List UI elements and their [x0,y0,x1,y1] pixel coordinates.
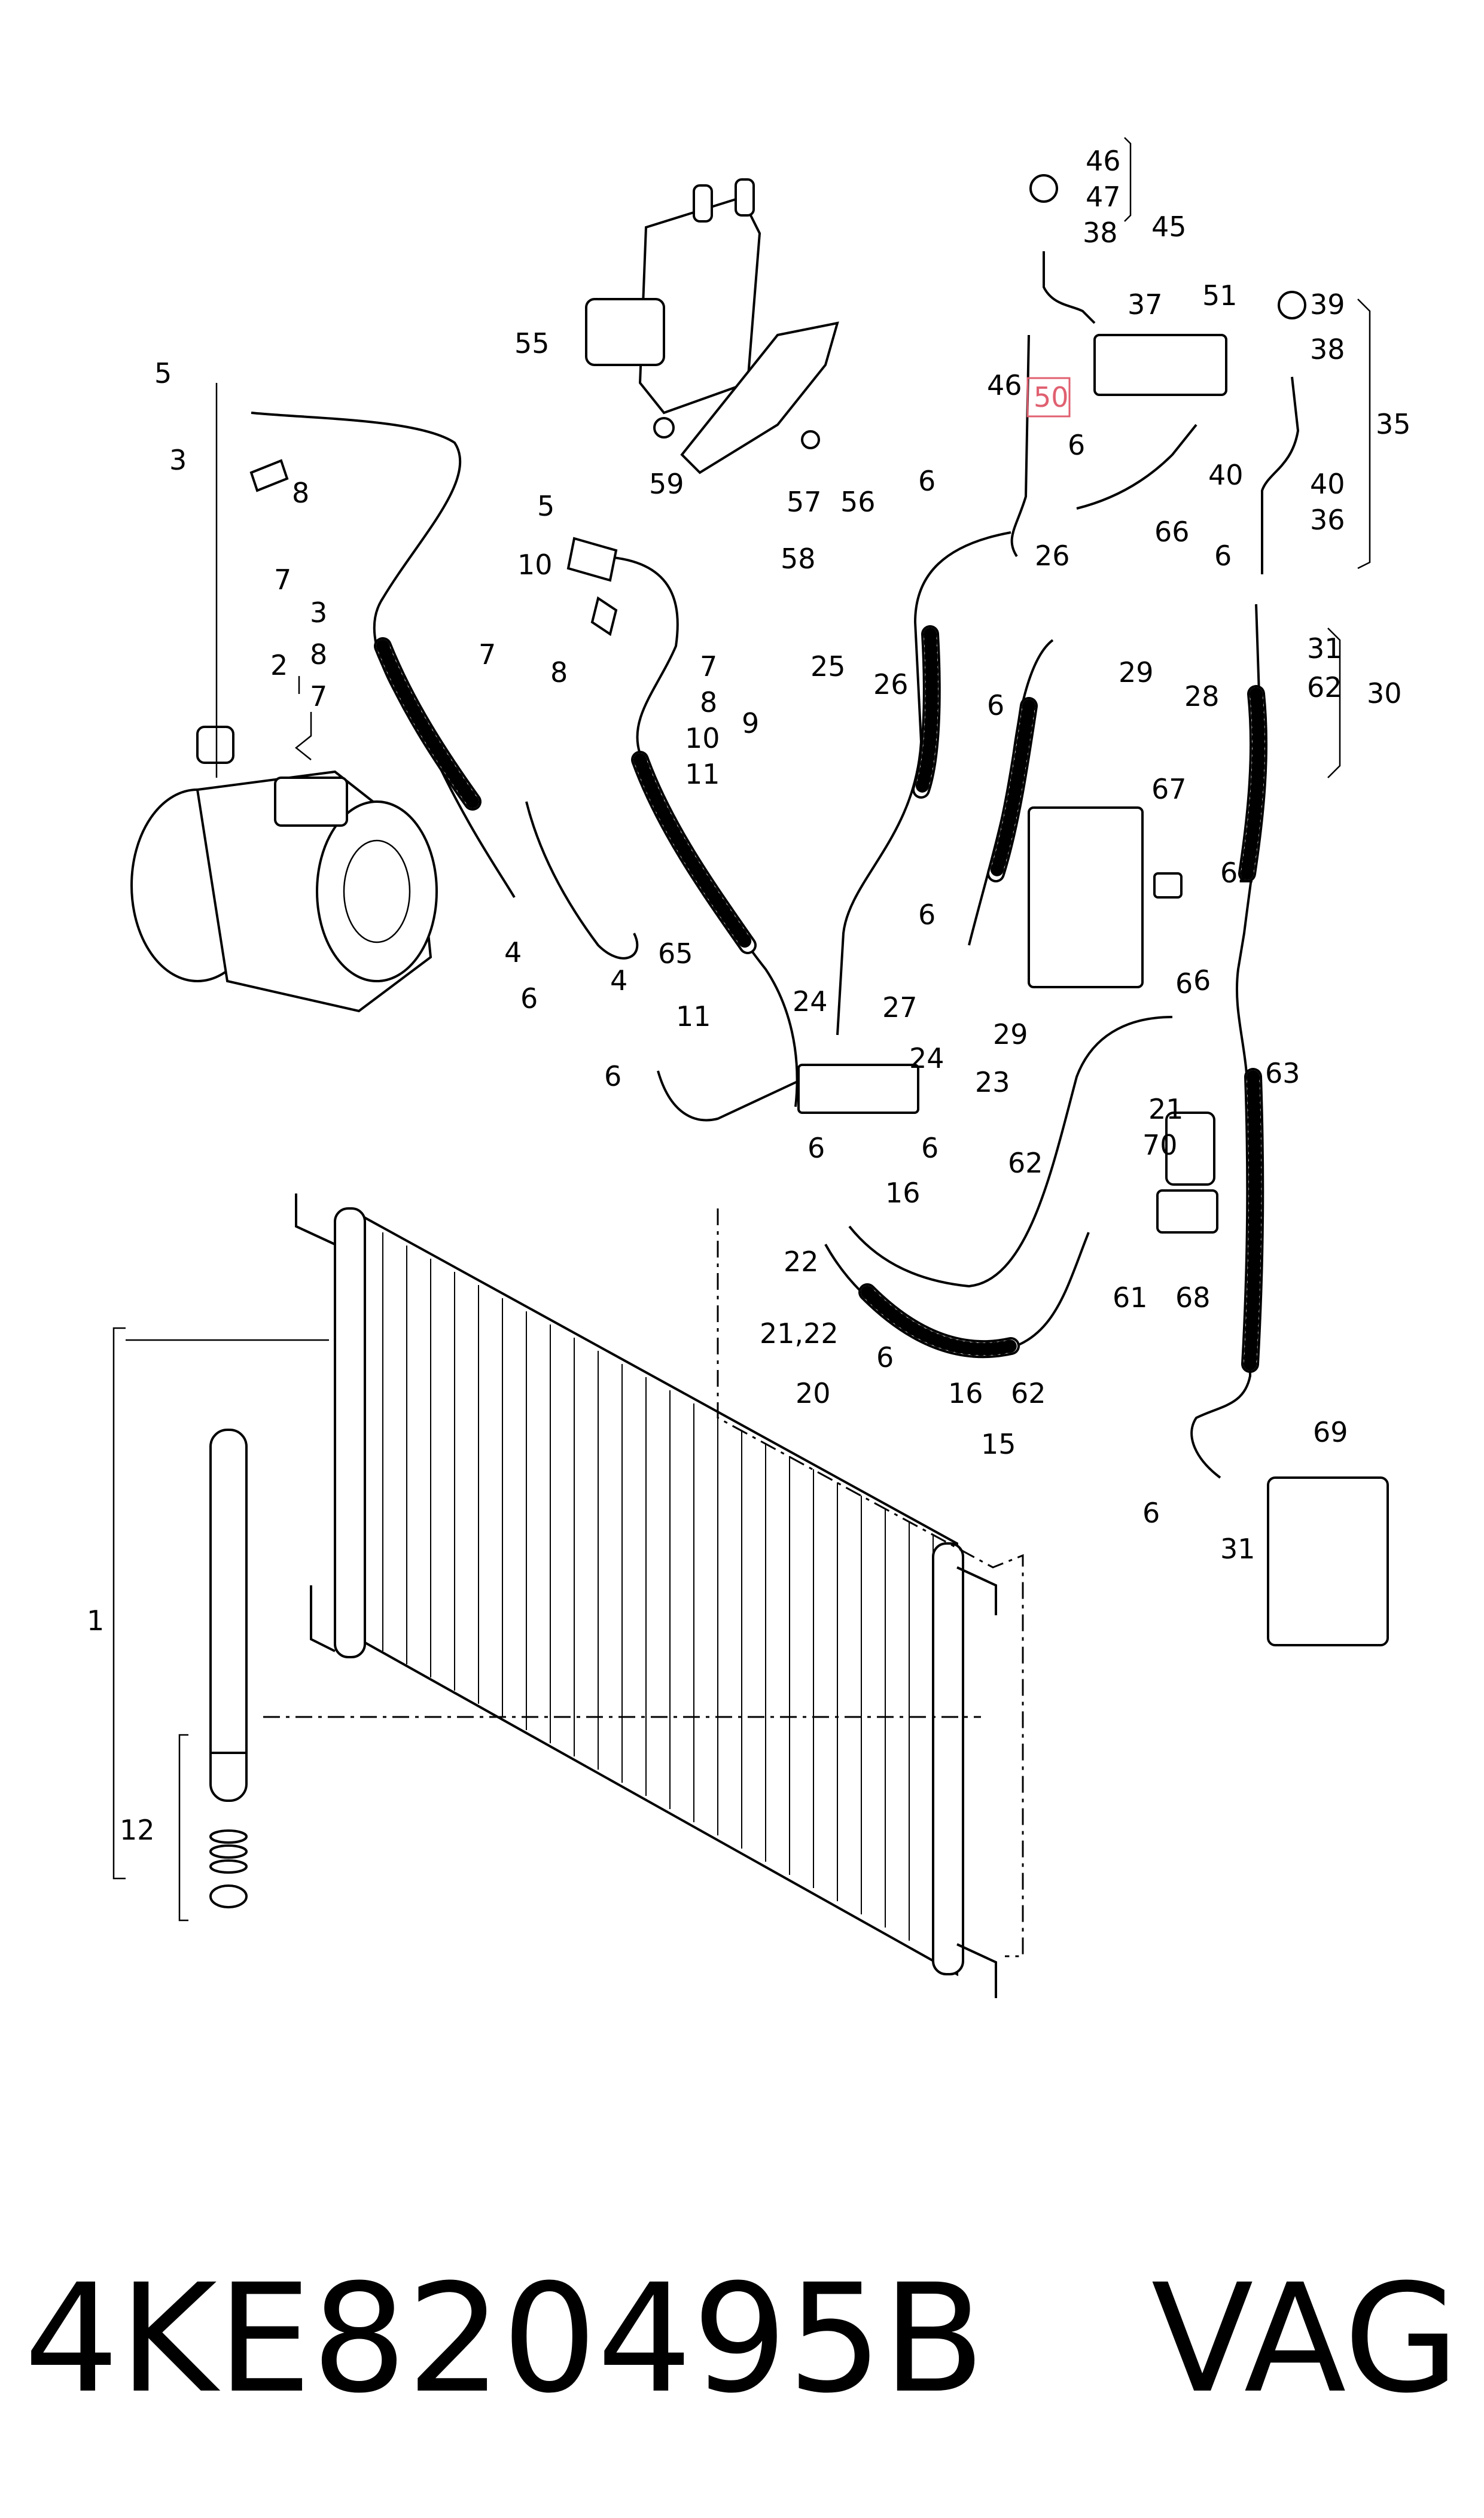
callout-6: 6 [876,1341,894,1374]
callout-62: 62 [1011,1377,1046,1409]
callout-55: 55 [514,327,550,360]
ac-system-exploded-diagram: 1 2 3 3 4 4 5 5 6 6 6 6 6 6 6 6 6 6 6 6 … [87,137,1411,1998]
callout-16: 16 [948,1377,983,1409]
callout-6: 6 [987,689,1004,721]
callout-67: 67 [1151,773,1187,805]
callout-36: 36 [1310,504,1345,536]
callout-57: 57 [787,486,822,518]
callout-24: 24 [909,1042,944,1074]
callout-11: 11 [685,758,720,790]
small-components [249,174,1389,1646]
callout-23: 23 [975,1066,1010,1098]
highlight-frame-50 [1026,377,1071,418]
callout-30: 30 [1367,677,1402,710]
callout-38: 38 [1083,217,1118,249]
callout-4: 4 [504,936,522,969]
part-caption: 4KE820495B VAG [24,2213,1459,2465]
callout-45: 45 [1151,211,1187,243]
callout-2: 2 [270,649,288,681]
callout-6: 6 [1214,540,1232,572]
callout-3: 3 [310,596,327,629]
callout-21-22: 21,22 [760,1317,839,1350]
brand-name: VAG [1151,2252,1459,2426]
callout-66: 66 [1154,516,1190,548]
callout-25: 25 [810,650,846,683]
callout-6: 6 [918,899,936,931]
callout-40: 40 [1310,468,1345,500]
callout-62: 62 [1008,1147,1043,1179]
callout-12: 12 [120,1814,155,1846]
callout-6: 6 [1142,1497,1160,1529]
callout-7: 7 [274,564,291,596]
callout-26: 26 [1035,540,1070,572]
callout-31: 31 [1220,1533,1256,1565]
callout-68: 68 [1175,1281,1211,1314]
callout-56: 56 [840,486,876,518]
callout-6: 6 [520,982,538,1015]
callout-39: 39 [1310,288,1345,321]
callout-6: 6 [1193,964,1211,997]
callout-4: 4 [610,964,627,997]
callout-7: 7 [479,638,496,671]
callout-8: 8 [292,477,309,509]
callout-59: 59 [649,468,684,500]
callout-24: 24 [793,985,828,1018]
callout-27: 27 [882,991,918,1024]
callout-63: 63 [1265,1057,1300,1089]
callout-6: 6 [1068,429,1085,461]
callout-21: 21 [1148,1093,1184,1125]
callout-9: 9 [742,707,759,739]
callout-22: 22 [784,1246,819,1278]
callout-51: 51 [1202,279,1238,312]
callout-61: 61 [1113,1281,1148,1314]
callout-8: 8 [310,638,327,671]
callout-1: 1 [87,1604,104,1637]
callout-46: 46 [987,369,1022,401]
callout-37: 37 [1128,288,1163,321]
callout-6: 6 [918,465,936,497]
callout-6: 6 [604,1060,621,1092]
callout-7: 7 [310,680,327,713]
part-number: 4KE820495B [24,2252,985,2426]
callout-6: 6 [807,1132,825,1164]
callout-5: 5 [154,357,172,389]
callout-35: 35 [1376,408,1411,440]
callout-58: 58 [781,543,816,575]
callout-40: 40 [1208,459,1244,491]
callout-10: 10 [685,722,720,754]
compressor [130,726,438,1013]
callout-6: 6 [1175,967,1193,1000]
callout-70: 70 [1142,1129,1178,1161]
callout-6: 6 [921,1132,938,1164]
callout-5: 5 [537,490,554,522]
callout-15: 15 [981,1428,1016,1460]
leader-lines [112,137,1371,1957]
reservoir-assembly [585,178,839,474]
callout-50: 50 [1034,381,1069,413]
receiver-drier [209,1429,248,1908]
callout-29: 29 [993,1018,1028,1051]
callout-65: 65 [658,937,693,970]
callout-3: 3 [169,444,187,476]
callout-46: 46 [1086,145,1121,177]
callout-7: 7 [700,650,717,683]
callout-62: 62 [1220,857,1256,889]
callout-8: 8 [700,686,717,718]
callout-numbers: 1 2 3 3 4 4 5 5 6 6 6 6 6 6 6 6 6 6 6 6 … [87,145,1411,1846]
callout-69: 69 [1313,1416,1348,1448]
condenser [295,1193,997,1998]
callout-62: 62 [1307,671,1342,704]
callout-28: 28 [1184,680,1220,713]
callout-26: 26 [873,668,909,701]
callout-16: 16 [885,1177,921,1209]
callout-8: 8 [550,656,568,689]
refrigerant-lines [251,251,1300,1479]
callout-38: 38 [1310,333,1345,366]
callout-29: 29 [1119,656,1154,689]
callout-20: 20 [796,1377,831,1409]
callout-10: 10 [517,549,553,581]
callout-47: 47 [1086,181,1121,213]
callout-31: 31 [1307,632,1342,665]
callout-11: 11 [676,1000,711,1033]
